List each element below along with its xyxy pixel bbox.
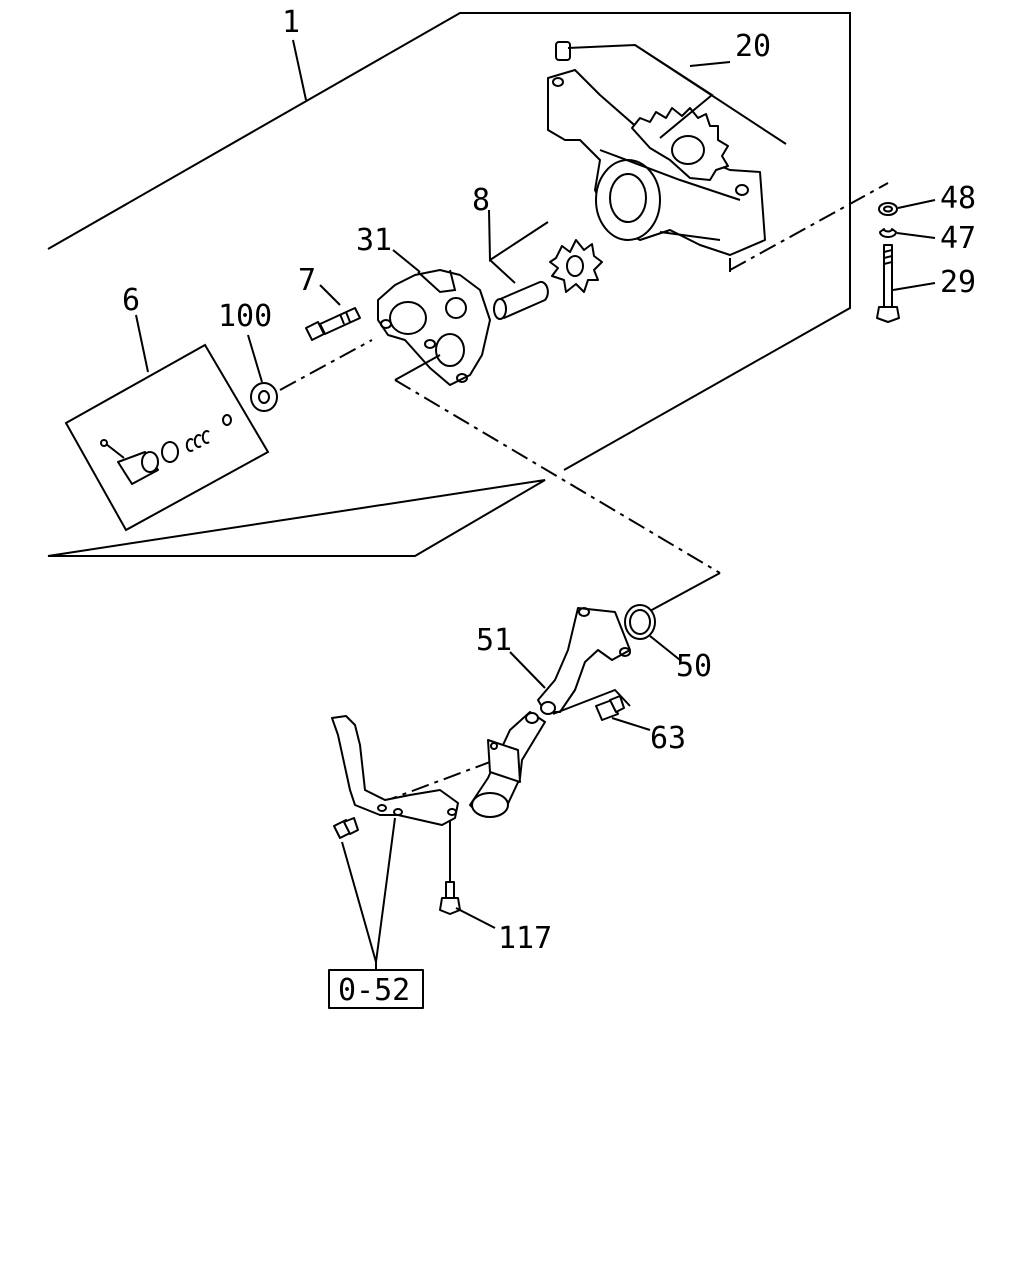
washer-part-48 xyxy=(878,202,898,216)
label-7: 7 xyxy=(298,263,316,298)
leader-47 xyxy=(896,232,936,239)
label-8: 8 xyxy=(472,183,490,218)
label-51: 51 xyxy=(476,623,512,658)
shaft-gear-part-8 xyxy=(493,239,603,320)
bracket-bolt xyxy=(333,817,359,839)
label-100: 100 xyxy=(218,299,272,334)
bolt-part-63 xyxy=(595,695,625,721)
label-1: 1 xyxy=(282,5,300,40)
label-29: 29 xyxy=(940,265,976,300)
centerline-100 xyxy=(279,339,373,391)
bolt-part-117 xyxy=(439,881,461,915)
pump-body-part-20 xyxy=(547,41,766,256)
assembly-frame xyxy=(47,12,851,557)
label-6: 6 xyxy=(122,283,140,318)
label-47: 47 xyxy=(940,221,976,256)
kit-frame-part-6 xyxy=(64,343,270,532)
label-31: 31 xyxy=(356,223,392,258)
lock-washer-part-47 xyxy=(879,228,897,238)
reference-box[interactable] xyxy=(328,969,424,1009)
leader-51 xyxy=(509,651,546,689)
bolt-part-7 xyxy=(305,307,361,341)
leader-8 xyxy=(488,209,549,284)
relief-valve-part-6 xyxy=(100,414,232,485)
label-117: 117 xyxy=(498,921,552,956)
leader-7 xyxy=(319,284,341,306)
pipe-part-51 xyxy=(537,607,631,715)
pump-cover-part-31 xyxy=(377,269,491,386)
leader-31 xyxy=(392,249,421,273)
strainer-bracket xyxy=(331,715,459,826)
label-63: 63 xyxy=(650,721,686,756)
leader-6 xyxy=(135,314,149,373)
leader-1 xyxy=(292,39,307,101)
reference-label[interactable]: 0-52 xyxy=(338,973,410,1008)
centerline-29 xyxy=(729,182,889,271)
leader-ref xyxy=(341,817,396,970)
washer-part-100 xyxy=(250,382,278,412)
label-20: 20 xyxy=(735,29,771,64)
leader-63 xyxy=(552,688,651,731)
label-48: 48 xyxy=(940,181,976,216)
leader-100 xyxy=(247,334,263,383)
leader-29 xyxy=(892,282,936,291)
leader-117 xyxy=(455,907,496,929)
leader-20 xyxy=(567,43,787,145)
oil-strainer xyxy=(469,711,546,818)
label-50: 50 xyxy=(676,649,712,684)
leader-50 xyxy=(649,635,681,661)
leader-48 xyxy=(897,199,936,209)
bolt-part-29 xyxy=(876,244,900,323)
centerline-pump-strainer xyxy=(394,379,721,574)
centerline-strainer xyxy=(379,761,491,804)
